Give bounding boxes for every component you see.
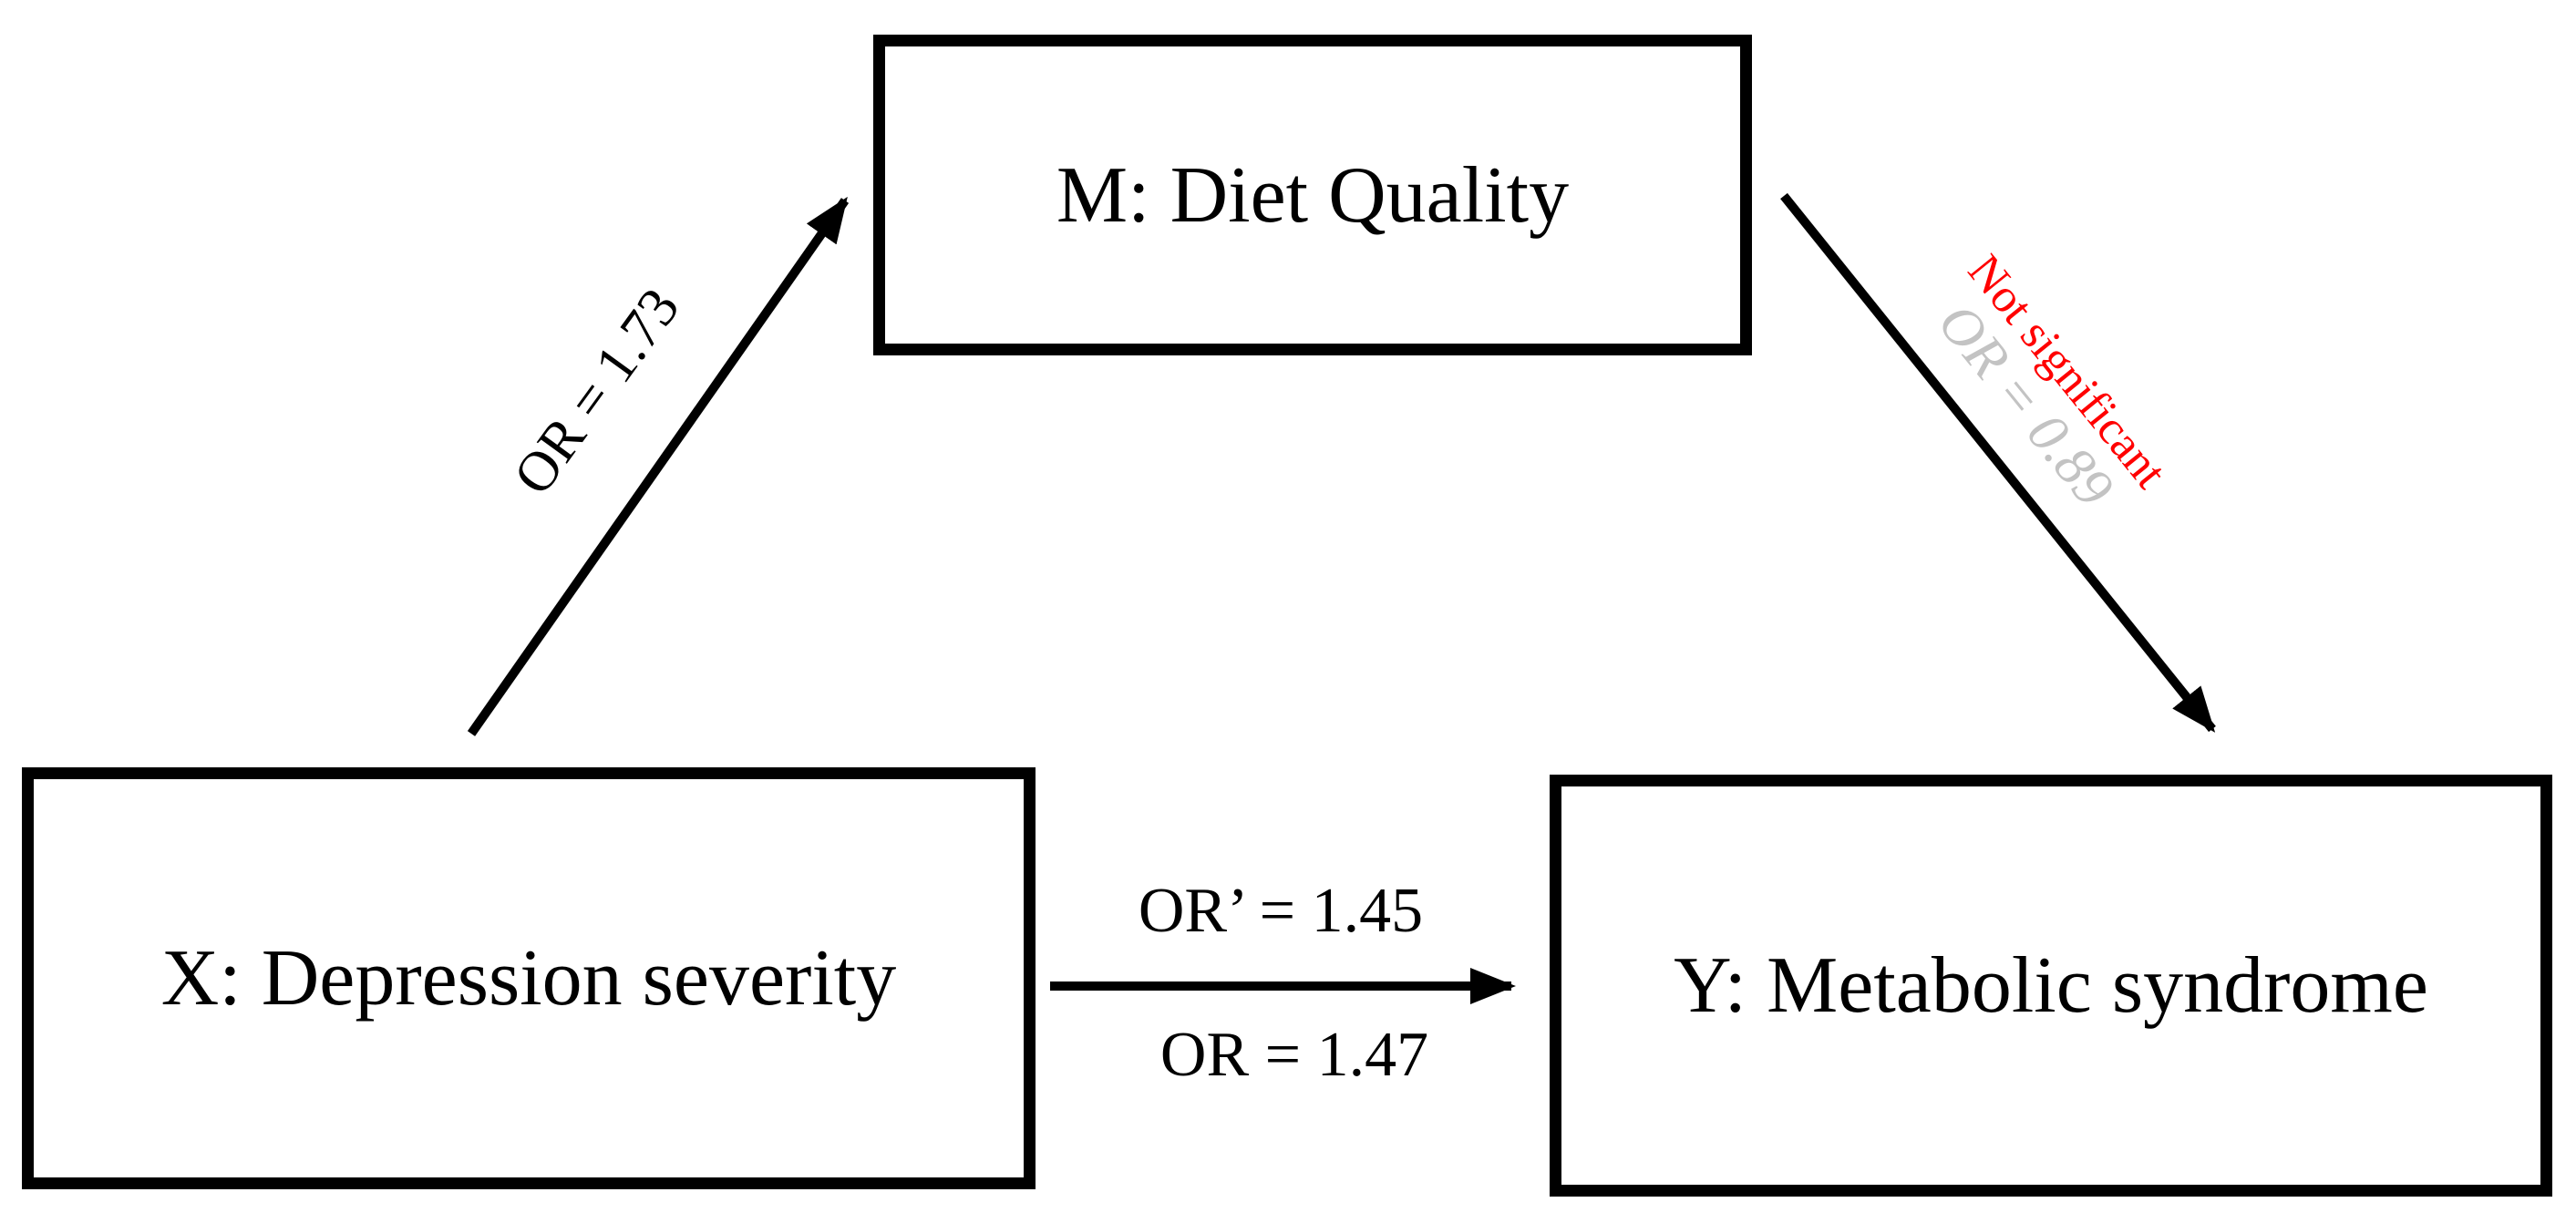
node-exposure: X: Depression severity (22, 767, 1036, 1189)
node-mediator: M: Diet Quality (873, 35, 1752, 355)
node-outcome: Y: Metabolic syndrome (1550, 775, 2552, 1197)
arrow-m-to-y (1780, 192, 2216, 733)
arrow-x-to-m (467, 196, 850, 736)
node-outcome-label: Y: Metabolic syndrome (1674, 941, 2428, 1030)
path-c-prime-label: OR’ = 1.45 (1138, 876, 1424, 946)
node-exposure-label: X: Depression severity (160, 934, 897, 1023)
node-mediator-label: M: Diet Quality (1056, 150, 1570, 240)
path-c-label: OR = 1.47 (1159, 1020, 1429, 1090)
